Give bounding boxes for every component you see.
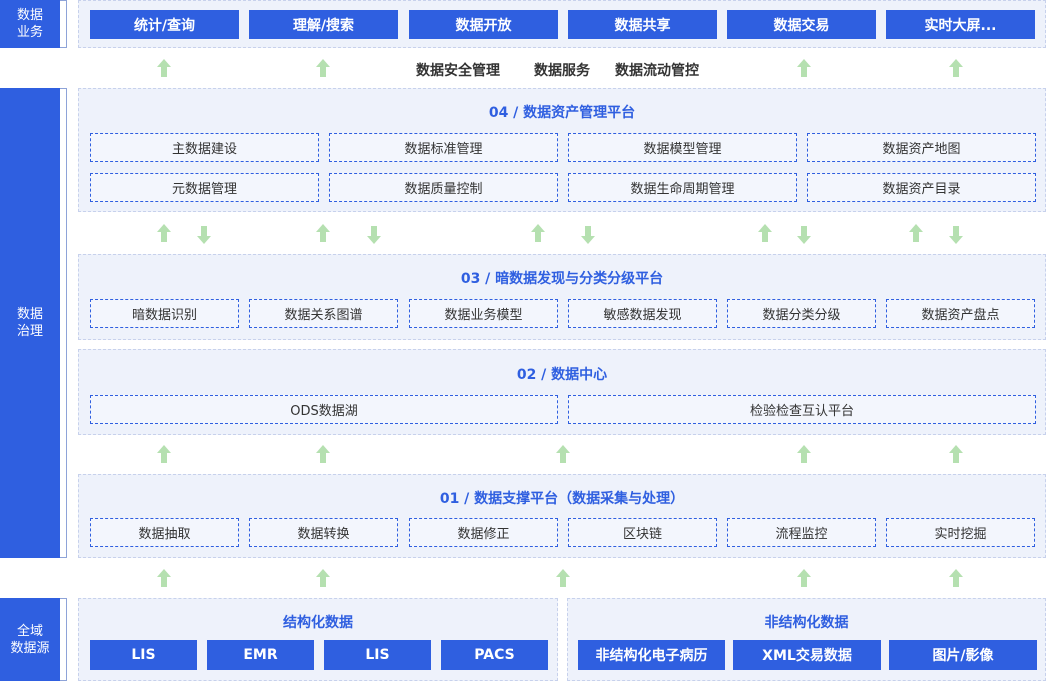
arrow-down-icon bbox=[367, 226, 381, 244]
source-structured-lis-2[interactable]: LIS bbox=[324, 640, 431, 670]
platform04-item-metadata[interactable]: 元数据管理 bbox=[90, 173, 319, 202]
platform03-panel bbox=[78, 254, 1046, 340]
arrow-up-icon bbox=[157, 569, 171, 587]
platform01-item-monitoring[interactable]: 流程监控 bbox=[727, 518, 876, 547]
arrow-up-icon bbox=[909, 224, 923, 242]
source-unstructured-emr-text[interactable]: 非结构化电子病历 bbox=[578, 640, 725, 670]
arrow-down-icon bbox=[797, 226, 811, 244]
platform03-title: 03 / 暗数据发现与分类分级平台 bbox=[460, 271, 664, 287]
platform04-item-asset-map[interactable]: 数据资产地图 bbox=[807, 133, 1036, 162]
platform01-panel bbox=[78, 474, 1046, 558]
platform03-item-sensitive[interactable]: 敏感数据发现 bbox=[568, 299, 717, 328]
platform02-item-ods-lake[interactable]: ODS数据湖 bbox=[90, 395, 558, 424]
source-unstructured-xml[interactable]: XML交易数据 bbox=[733, 640, 881, 670]
platform04-item-lifecycle[interactable]: 数据生命周期管理 bbox=[568, 173, 797, 202]
business-btn-open[interactable]: 数据开放 bbox=[409, 10, 558, 39]
source-structured-pacs[interactable]: PACS bbox=[441, 640, 548, 670]
platform02-title: 02 / 数据中心 bbox=[516, 367, 608, 383]
platform03-item-relation-graph[interactable]: 数据关系图谱 bbox=[249, 299, 398, 328]
arrow-up-icon bbox=[157, 445, 171, 463]
platform02-item-mutual-recognition[interactable]: 检验检查互认平台 bbox=[568, 395, 1036, 424]
arrow-up-icon bbox=[949, 445, 963, 463]
business-panel bbox=[78, 0, 1046, 48]
platform04-item-master-data[interactable]: 主数据建设 bbox=[90, 133, 319, 162]
arrow-up-icon bbox=[758, 224, 772, 242]
arrow-up-icon bbox=[797, 445, 811, 463]
platform03-item-dark-data[interactable]: 暗数据识别 bbox=[90, 299, 239, 328]
platform04-item-models[interactable]: 数据模型管理 bbox=[568, 133, 797, 162]
category-business-bracket bbox=[60, 0, 67, 48]
arrow-up-icon bbox=[949, 59, 963, 77]
arrow-up-icon bbox=[157, 59, 171, 77]
category-business: 数据 业务 bbox=[0, 0, 60, 48]
arrow-up-icon bbox=[797, 59, 811, 77]
platform03-item-business-model[interactable]: 数据业务模型 bbox=[409, 299, 558, 328]
arrow-up-icon bbox=[316, 445, 330, 463]
arrow-down-icon bbox=[949, 226, 963, 244]
arrow-up-icon bbox=[316, 569, 330, 587]
source-unstructured-images[interactable]: 图片/影像 bbox=[889, 640, 1037, 670]
platform01-item-correct[interactable]: 数据修正 bbox=[409, 518, 558, 547]
platform04-item-asset-catalog[interactable]: 数据资产目录 bbox=[807, 173, 1036, 202]
platform01-title: 01 / 数据支撑平台（数据采集与处理） bbox=[439, 491, 685, 507]
source-unstructured-title: 非结构化数据 bbox=[764, 615, 849, 631]
arrow-up-icon bbox=[157, 224, 171, 242]
platform03-item-classification[interactable]: 数据分类分级 bbox=[727, 299, 876, 328]
arrow-down-icon bbox=[197, 226, 211, 244]
platform01-item-transform[interactable]: 数据转换 bbox=[249, 518, 398, 547]
business-btn-query[interactable]: 统计/查询 bbox=[90, 10, 239, 39]
arrow-up-icon bbox=[797, 569, 811, 587]
category-governance: 数据 治理 bbox=[0, 88, 60, 558]
arrow-up-icon bbox=[316, 224, 330, 242]
platform04-item-standards[interactable]: 数据标准管理 bbox=[329, 133, 558, 162]
arrow-up-icon bbox=[531, 224, 545, 242]
category-governance-label: 数据 治理 bbox=[16, 307, 43, 339]
business-btn-share[interactable]: 数据共享 bbox=[568, 10, 717, 39]
platform04-item-quality[interactable]: 数据质量控制 bbox=[329, 173, 558, 202]
platform01-item-blockchain[interactable]: 区块链 bbox=[568, 518, 717, 547]
arrow-up-icon bbox=[949, 569, 963, 587]
arrow-up-icon bbox=[556, 445, 570, 463]
business-btn-search[interactable]: 理解/搜索 bbox=[249, 10, 398, 39]
platform01-item-extract[interactable]: 数据抽取 bbox=[90, 518, 239, 547]
category-source-label: 全域 数据源 bbox=[10, 623, 50, 656]
source-structured-emr[interactable]: EMR bbox=[207, 640, 314, 670]
label-service: 数据服务 bbox=[534, 63, 590, 79]
category-business-label: 数据 业务 bbox=[16, 8, 43, 40]
platform01-item-mining[interactable]: 实时挖掘 bbox=[886, 518, 1035, 547]
source-structured-lis-1[interactable]: LIS bbox=[90, 640, 197, 670]
arrow-down-icon bbox=[581, 226, 595, 244]
source-structured-title: 结构化数据 bbox=[283, 615, 353, 631]
label-flow-control: 数据流动管控 bbox=[615, 63, 699, 79]
category-source-bracket bbox=[60, 598, 67, 681]
arrow-up-icon bbox=[316, 59, 330, 77]
arrow-up-icon bbox=[556, 569, 570, 587]
business-btn-trade[interactable]: 数据交易 bbox=[727, 10, 876, 39]
category-source: 全域 数据源 bbox=[0, 598, 60, 681]
category-governance-bracket bbox=[60, 88, 67, 558]
platform04-title: 04 / 数据资产管理平台 bbox=[488, 105, 636, 121]
label-security: 数据安全管理 bbox=[416, 63, 500, 79]
business-btn-dashboard[interactable]: 实时大屏... bbox=[886, 10, 1035, 39]
platform03-item-inventory[interactable]: 数据资产盘点 bbox=[886, 299, 1035, 328]
